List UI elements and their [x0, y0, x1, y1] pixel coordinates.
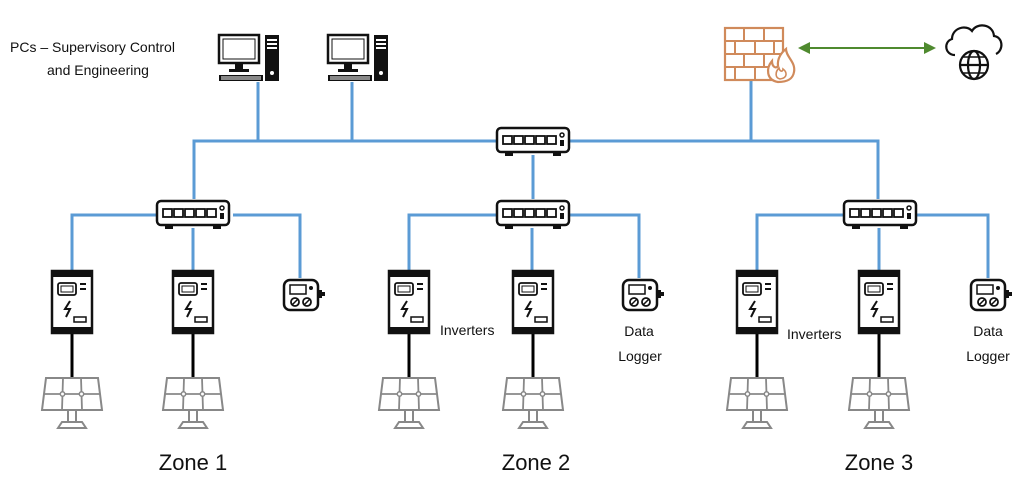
inverter-icon: [511, 269, 555, 335]
inverter-icon: [50, 269, 94, 335]
pcs-label-line1: PCs – Supervisory Control: [10, 39, 175, 55]
data-logger-icon: [282, 278, 326, 312]
solar-panel-icon: [41, 377, 103, 429]
solar-panel-icon: [378, 377, 440, 429]
inverter-icon: [857, 269, 901, 335]
zone2-title: Zone 2: [502, 450, 571, 475]
dc-links: [70, 333, 881, 378]
solar-panel-icon: [502, 377, 564, 429]
zone3-inverters-label: Inverters: [787, 326, 841, 342]
switch-icon: [495, 126, 571, 158]
zone2-logger-label-line2: Logger: [618, 348, 662, 364]
inverter-icon: [735, 269, 779, 335]
zone1-title: Zone 1: [159, 450, 228, 475]
switch-icon: [495, 199, 571, 231]
switch-icon: [155, 199, 231, 231]
solar-panel-icon: [848, 377, 910, 429]
pc-icon: [326, 33, 390, 83]
pcs-label-line2: and Engineering: [47, 62, 149, 78]
cloud-internet-icon: [945, 24, 1003, 81]
switch-icon: [842, 199, 918, 231]
zone1-right-link: [233, 213, 302, 278]
zone3-logger-label-line2: Logger: [966, 348, 1010, 364]
inverter-icon: [171, 269, 215, 335]
zone2-left-link: [407, 213, 498, 275]
zone2-logger-label-line1: Data: [624, 323, 654, 339]
data-logger-icon: [621, 278, 665, 312]
pc-icon: [217, 33, 281, 83]
zone3-title: Zone 3: [845, 450, 914, 475]
solar-panel-icon: [726, 377, 788, 429]
inverter-icon: [387, 269, 431, 335]
zone2-inverters-label: Inverters: [440, 322, 494, 338]
internet-link: [798, 42, 936, 54]
zone1-left-link: [70, 213, 157, 275]
data-logger-icon: [969, 278, 1013, 312]
zone3-logger-label-line1: Data: [973, 323, 1003, 339]
zone3-left-link: [755, 213, 845, 275]
network-links: [70, 80, 990, 278]
firewall-icon: [723, 26, 796, 84]
zone3-right-link: [915, 213, 990, 278]
zone2-right-link: [570, 213, 641, 278]
solar-panel-icon: [162, 377, 224, 429]
